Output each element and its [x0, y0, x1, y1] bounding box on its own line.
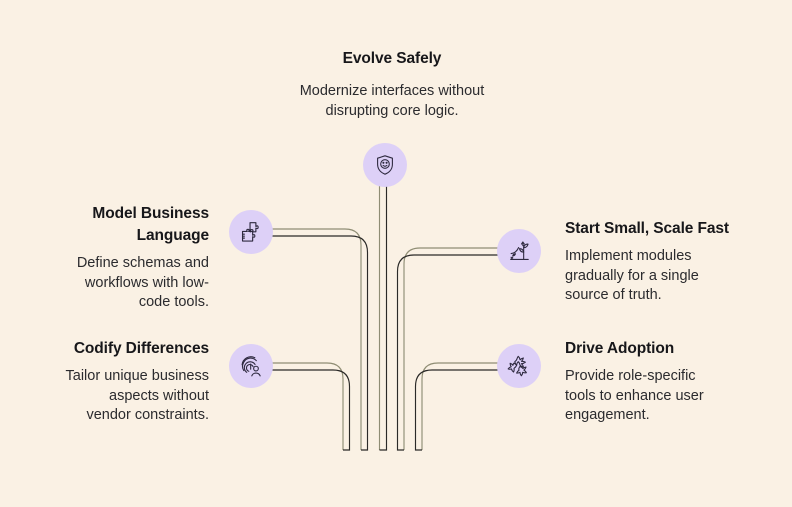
node-description: Provide role-specific tools to enhance u… — [565, 368, 704, 424]
wire-right-upper-outer — [403, 247, 498, 450]
node-icon-start-small-scale-fast[interactable] — [497, 229, 541, 273]
node-description: Define schemas and workflows with low- c… — [76, 255, 209, 311]
wire-left-lower-outer — [272, 362, 344, 450]
node-text-evolve-safely: Evolve Safely Modernize interfaces witho… — [246, 48, 538, 121]
plant-growth-chart-icon — [507, 239, 532, 264]
fingerprint-user-icon — [239, 354, 264, 379]
wire-right-lower-outer — [421, 362, 498, 450]
node-title: Codify Differences — [73, 340, 209, 357]
node-text-start-small-scale-fast: Start Small, Scale Fast Implement module… — [565, 218, 775, 306]
node-icon-evolve-safely[interactable] — [363, 143, 407, 187]
wire-left-lower-inner — [272, 369, 351, 451]
node-text-model-business-language: Model Business Language Define schemas a… — [22, 203, 209, 313]
helping-hands-icon — [506, 353, 532, 379]
node-title: Evolve Safely — [342, 50, 442, 67]
node-description: Implement modules gradually for a single… — [565, 248, 699, 304]
node-title: Drive Adoption — [565, 340, 675, 357]
wire-top-inner — [379, 186, 388, 451]
node-icon-codify-differences[interactable] — [229, 344, 273, 388]
wire-right-upper-inner — [396, 254, 498, 451]
node-icon-model-business-language[interactable] — [229, 210, 273, 254]
node-description: Tailor unique business aspects without v… — [65, 368, 209, 424]
shield-smiley-icon — [373, 153, 397, 177]
node-title: Model Business Language — [92, 205, 209, 244]
wire-right-lower-inner — [414, 369, 498, 451]
puzzle-piece-icon — [239, 220, 264, 245]
node-text-drive-adoption: Drive Adoption Provide role-specific too… — [565, 338, 775, 426]
node-description: Modernize interfaces without disrupting … — [299, 83, 485, 119]
wire-left-upper-outer — [272, 228, 362, 450]
node-title: Start Small, Scale Fast — [565, 220, 729, 237]
node-text-codify-differences: Codify Differences Tailor unique busines… — [22, 338, 210, 426]
node-icon-drive-adoption[interactable] — [497, 344, 541, 388]
wire-left-upper-inner — [272, 235, 369, 451]
